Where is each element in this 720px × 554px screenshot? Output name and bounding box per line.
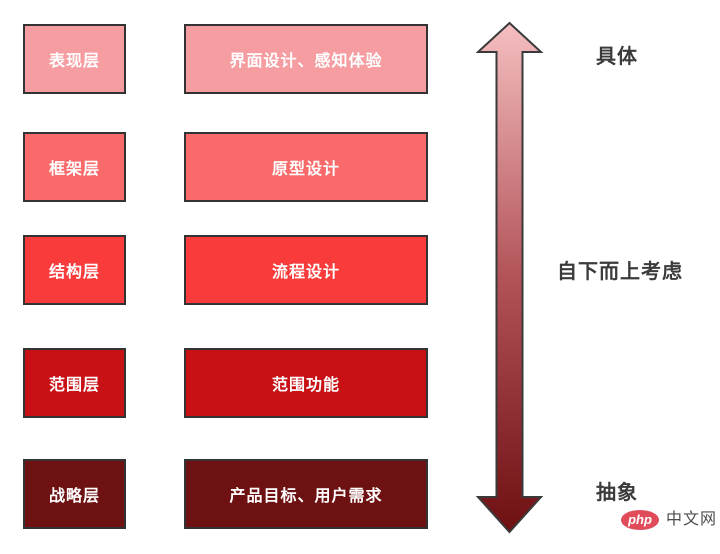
layer-box-structure: 结构层 [23, 235, 126, 305]
description-box-skeleton: 原型设计 [184, 132, 428, 202]
axis-label-abstract: 抽象 [596, 482, 638, 504]
description-label: 界面设计、感知体验 [229, 53, 383, 70]
layer-label: 战略层 [48, 488, 100, 505]
site-name-text: 中文网 [666, 511, 718, 528]
axis-label-concrete: 具体 [596, 46, 638, 68]
axis-label-bottom-up: 自下而上考虑 [557, 261, 683, 283]
php-badge-icon: php [621, 510, 659, 530]
layer-box-skeleton: 框架层 [23, 132, 126, 202]
description-label: 流程设计 [271, 264, 340, 281]
description-box-strategy: 产品目标、用户需求 [184, 459, 428, 529]
php-badge-text: php [628, 512, 652, 527]
updown-arrow-shape [476, 21, 544, 534]
layer-box-presentation: 表现层 [23, 24, 126, 94]
layer-label: 范围层 [48, 377, 100, 394]
php-cn-logo: php 中文网 [621, 510, 717, 530]
description-box-structure: 流程设计 [184, 235, 428, 305]
description-label: 原型设计 [271, 161, 340, 178]
description-box-presentation: 界面设计、感知体验 [184, 24, 428, 94]
layer-label: 框架层 [48, 161, 100, 178]
description-label: 范围功能 [271, 377, 340, 394]
updown-arrow-icon [476, 21, 544, 534]
description-label: 产品目标、用户需求 [229, 488, 383, 505]
layer-box-strategy: 战略层 [23, 459, 126, 529]
description-box-scope: 范围功能 [184, 348, 428, 418]
layer-label: 表现层 [48, 53, 100, 70]
layer-label: 结构层 [48, 264, 100, 281]
layer-box-scope: 范围层 [23, 348, 126, 418]
